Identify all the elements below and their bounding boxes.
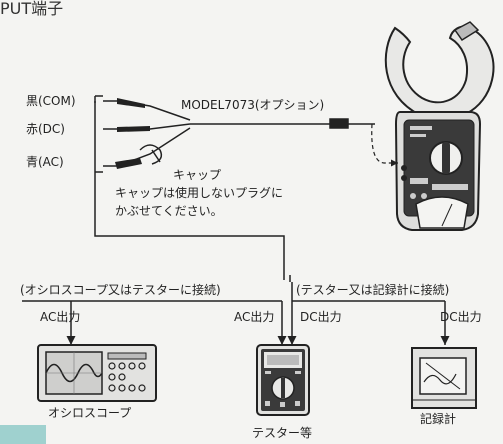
device-label-oscilloscope: オシロスコープ: [48, 406, 132, 420]
page-tab-marker: [0, 425, 46, 444]
cap-loop: [139, 144, 163, 165]
oscilloscope-illustration: [37, 344, 157, 402]
probe-tips: [115, 98, 150, 169]
output-label-ac-left: AC出力: [40, 310, 81, 324]
device-label-recorder: 記録計: [420, 412, 457, 426]
connection-label-right: (テスター又は記録計に接続): [296, 283, 450, 297]
heading-fragment: PUT端子: [0, 0, 64, 18]
output-label-ac-middle: AC出力: [234, 310, 275, 324]
recorder-illustration: [411, 347, 477, 409]
device-label-tester: テスター等: [252, 426, 313, 440]
lead-label-blue: 青(AC): [26, 155, 64, 169]
meter-connection-dashed: [371, 123, 398, 167]
cap-title: キャップ: [173, 168, 222, 182]
cap-note-line1: キャップは使用しないプラグに: [115, 186, 284, 200]
routing-lines: [22, 172, 450, 345]
cap-note-line2: かぶせてください。: [115, 204, 223, 218]
output-label-dc-middle: DC出力: [300, 310, 342, 324]
connection-label-left: (オシロスコープ又はテスターに接続): [20, 283, 221, 297]
tester-illustration: [256, 344, 310, 416]
lead-label-red: 赤(DC): [26, 122, 65, 136]
clamp-meter-illustration: [384, 21, 495, 231]
output-label-dc-right: DC出力: [440, 310, 482, 324]
cap-pointer: [151, 149, 161, 163]
model-label: MODEL7073(オプション): [181, 98, 325, 112]
lead-label-black: 黒(COM): [26, 94, 76, 108]
